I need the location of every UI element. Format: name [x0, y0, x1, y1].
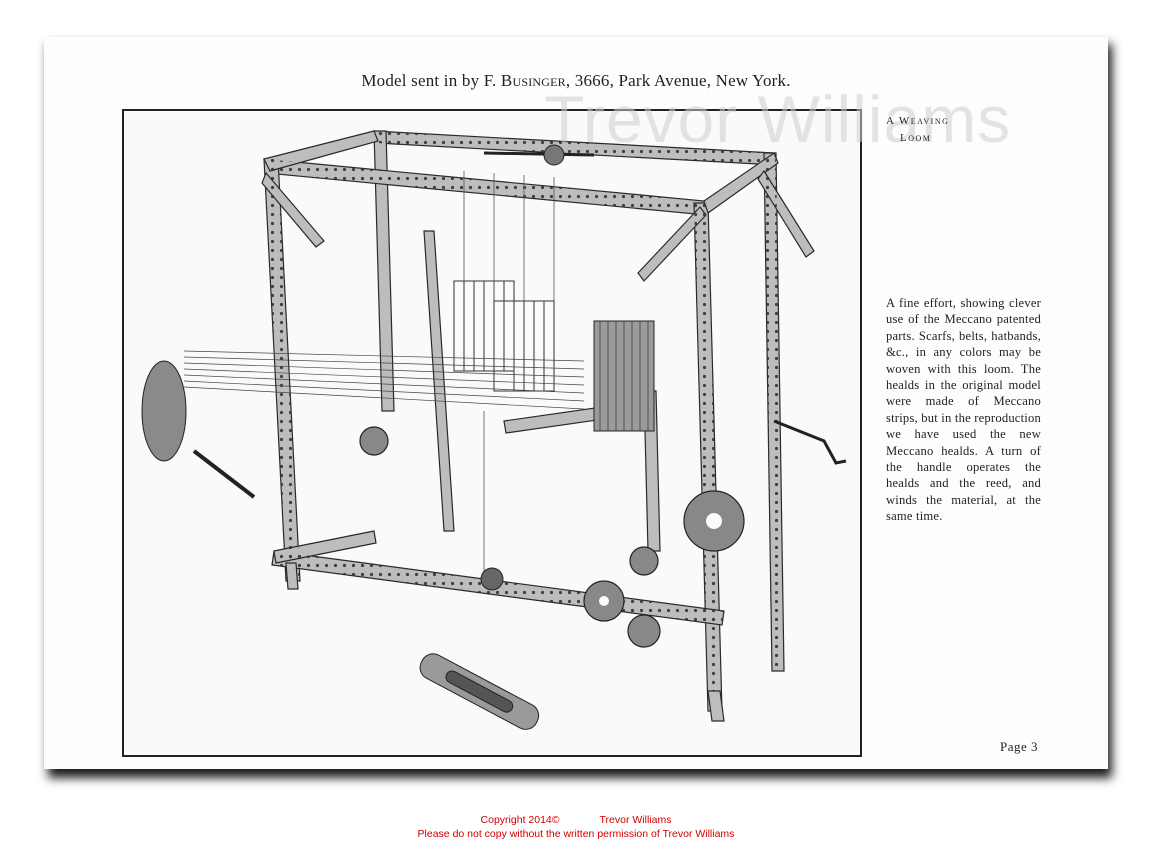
header-name: Businger	[500, 71, 566, 90]
page-number: Page 3	[1000, 739, 1039, 754]
copyright-notice: Please do not copy without the written p…	[417, 828, 735, 840]
copyright-text: Copyright 2014©	[480, 814, 560, 826]
caption-title-line2: Loom	[900, 132, 932, 144]
watermark-text: Trevor Williams	[544, 82, 1012, 156]
header-prefix: Model sent in by F.	[361, 71, 501, 90]
caption-description: A fine effort, showing clever use of the…	[886, 296, 1041, 524]
caption-title-line1: A Weaving	[886, 115, 950, 127]
copyright-footer: Copyright 2014© Trevor Williams Please do…	[0, 813, 1152, 841]
page-header: Model sent in by F. Businger, 3666, Park…	[44, 71, 1108, 91]
copyright-owner: Trevor Williams	[599, 814, 672, 826]
book-page: Model sent in by F. Businger, 3666, Park…	[44, 37, 1108, 769]
header-suffix: , 3666, Park Avenue, New York.	[565, 71, 791, 90]
caption-title: A Weaving Loom	[886, 113, 976, 147]
loom-photograph	[122, 109, 862, 757]
loom-illustration	[141, 130, 847, 730]
